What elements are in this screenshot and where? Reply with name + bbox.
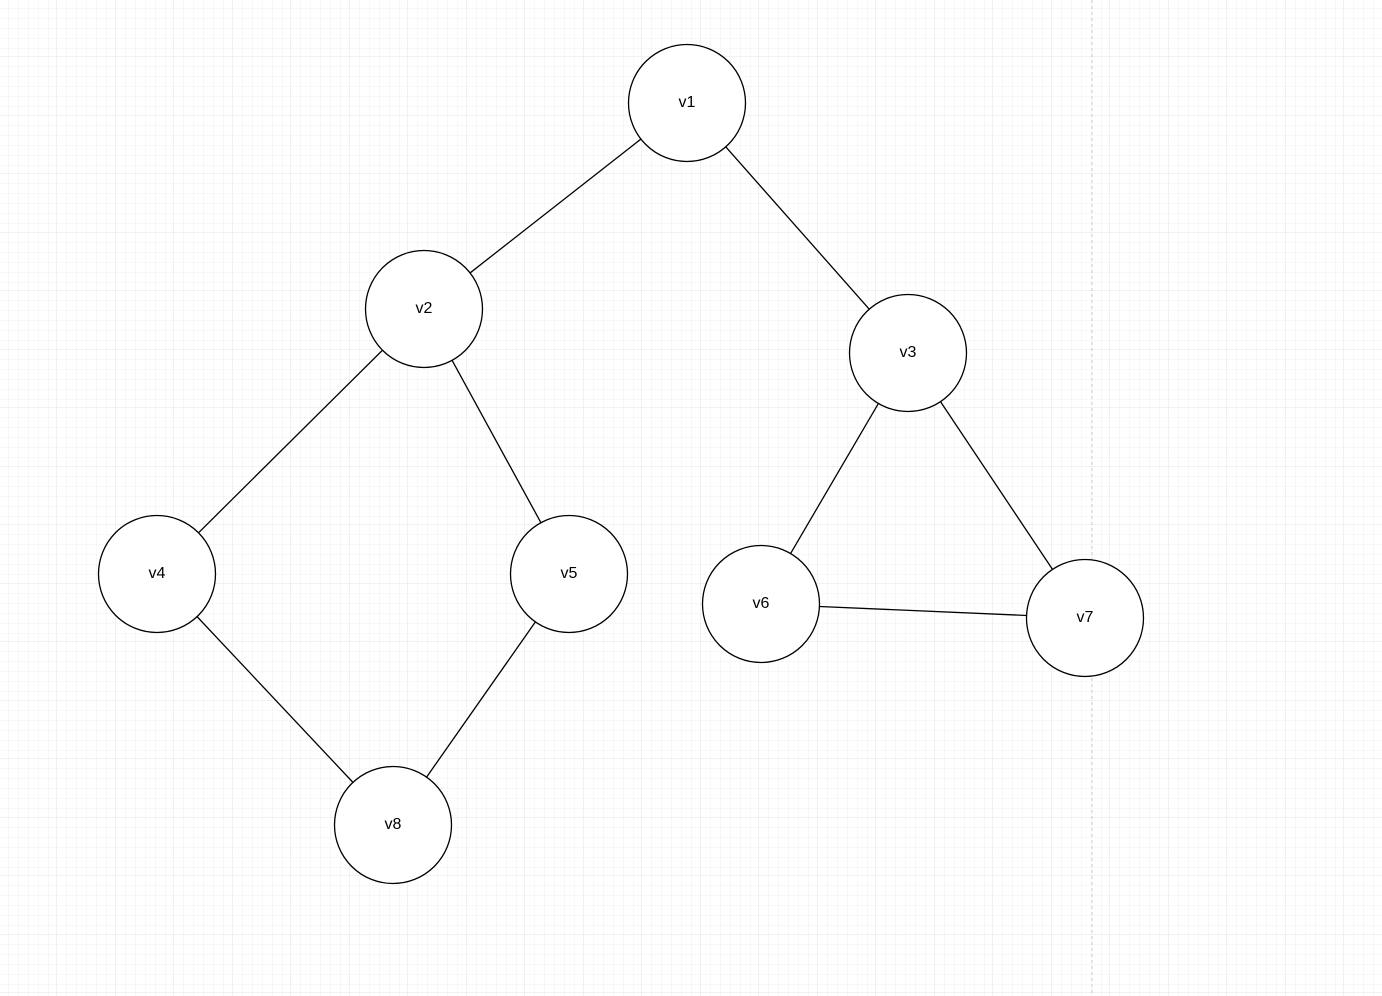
node-label: v2 bbox=[416, 300, 433, 317]
node-circle[interactable] bbox=[627, 43, 747, 163]
node-label: v3 bbox=[900, 344, 917, 361]
node-circle[interactable] bbox=[509, 514, 629, 634]
node-v7[interactable]: v7 bbox=[1025, 558, 1145, 678]
node-v5[interactable]: v5 bbox=[509, 514, 629, 634]
edge-v3-v6[interactable] bbox=[790, 403, 879, 554]
edges-layer bbox=[196, 138, 1054, 783]
node-v1[interactable]: v1 bbox=[627, 43, 747, 163]
node-v6[interactable]: v6 bbox=[701, 544, 821, 664]
node-label: v8 bbox=[385, 816, 402, 833]
node-v3[interactable]: v3 bbox=[848, 293, 968, 413]
edge-v5-v8[interactable] bbox=[426, 621, 536, 778]
node-circle[interactable] bbox=[97, 514, 217, 634]
edge-v2-v5[interactable] bbox=[451, 360, 542, 523]
edge-v6-v7[interactable] bbox=[819, 605, 1027, 617]
nodes-layer: v1 v2 v3 v4 v5 v6 v7 v8 bbox=[97, 43, 1145, 885]
edge-v1-v3[interactable] bbox=[725, 146, 870, 310]
node-circle[interactable] bbox=[1025, 558, 1145, 678]
edge-v3-v7[interactable] bbox=[939, 401, 1054, 570]
node-circle[interactable] bbox=[333, 765, 453, 885]
node-label: v7 bbox=[1077, 609, 1094, 626]
edge-v1-v2[interactable] bbox=[469, 138, 642, 274]
edge-v2-v4[interactable] bbox=[198, 349, 383, 534]
node-v4[interactable]: v4 bbox=[97, 514, 217, 634]
node-circle[interactable] bbox=[701, 544, 821, 664]
node-label: v1 bbox=[679, 94, 696, 111]
node-circle[interactable] bbox=[364, 249, 484, 369]
node-label: v4 bbox=[149, 565, 166, 582]
node-label: v6 bbox=[753, 595, 770, 612]
node-v2[interactable]: v2 bbox=[364, 249, 484, 369]
node-label: v5 bbox=[561, 565, 578, 582]
node-v8[interactable]: v8 bbox=[333, 765, 453, 885]
node-circle[interactable] bbox=[848, 293, 968, 413]
edge-v4-v8[interactable] bbox=[196, 616, 354, 783]
